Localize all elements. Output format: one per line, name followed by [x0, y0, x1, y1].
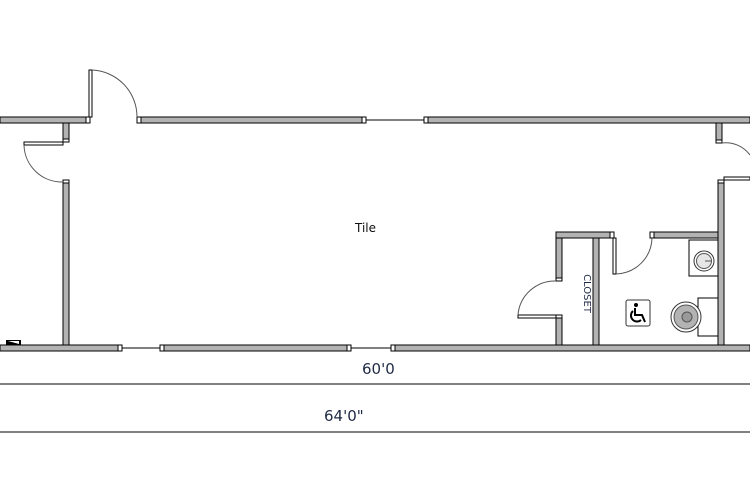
wall-top-left — [0, 116, 89, 124]
wall-closet-right — [592, 237, 600, 346]
wall-restroom-right — [717, 182, 725, 346]
wall-bottom-middle — [162, 344, 350, 352]
dimension-outer-length: 64'0" — [324, 407, 364, 425]
windows — [122, 119, 424, 349]
wall-closet-left-lower — [555, 317, 563, 346]
marker-icon — [6, 340, 21, 345]
wall-bottom-left — [0, 344, 121, 352]
sink-icon — [688, 239, 719, 277]
doors — [23, 69, 750, 319]
wall-restroom-top — [651, 231, 719, 239]
wall-bottom-right — [394, 344, 750, 352]
wheelchair-accessible-icon — [625, 299, 651, 327]
wall-left-vertical — [62, 181, 70, 346]
wall-top-right — [426, 116, 750, 124]
wall-closet-left-upper — [555, 237, 563, 279]
wall-left-stub — [62, 122, 70, 140]
dimension-inner-length: 60'0 — [362, 360, 395, 378]
room-label-closet: CLOSET — [580, 274, 592, 313]
room-label-tile: Tile — [355, 221, 377, 235]
toilet-icon — [670, 297, 719, 337]
wall-top-middle — [139, 116, 365, 124]
wall-right-stub — [715, 122, 723, 141]
wall-closet-top — [555, 231, 613, 239]
